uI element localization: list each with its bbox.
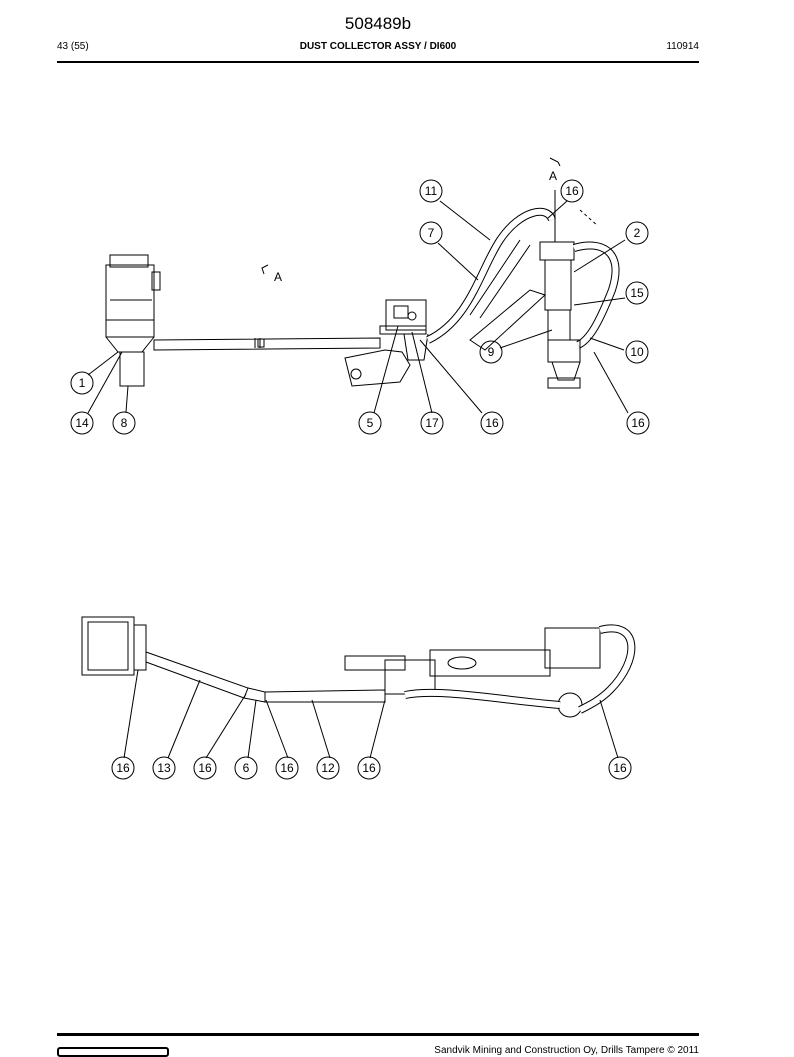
- callout-circle: [608, 756, 632, 780]
- callout-circle: [419, 179, 443, 203]
- section-marker-label: A: [274, 270, 282, 284]
- callout-number: 16: [613, 761, 627, 775]
- callout-number: 1: [79, 376, 86, 390]
- callout-circle: [112, 411, 136, 435]
- callout-circle: [479, 340, 503, 364]
- section-marker-label: A: [549, 169, 557, 183]
- callout-number: 9: [488, 345, 495, 359]
- bottom-view-drawing: [81, 616, 636, 759]
- document-number: 508489b: [344, 14, 412, 33]
- callout-circle: [111, 756, 135, 780]
- callout-number: 7: [428, 226, 435, 240]
- callout-number: 16: [280, 761, 294, 775]
- callout-circle: [193, 756, 217, 780]
- date-code: 110914: [666, 41, 699, 52]
- footer-rule: [57, 1033, 699, 1036]
- callout-circle: [275, 756, 299, 780]
- callout-circle: [70, 411, 94, 435]
- callout-number: 16: [116, 761, 130, 775]
- top-view-drawing: [87, 157, 629, 414]
- callout-circle: [316, 756, 340, 780]
- callout-circle: [625, 340, 649, 364]
- callout-number: 6: [243, 761, 250, 775]
- callout-circle: [420, 411, 444, 435]
- callout-circle: [625, 281, 649, 305]
- callout-circle: [419, 221, 443, 245]
- bottom-callouts: [111, 756, 632, 780]
- company-logo: [57, 1047, 169, 1057]
- callout-number: 10: [630, 345, 644, 359]
- callout-circle: [152, 756, 176, 780]
- document-title: DUST COLLECTOR ASSY / DI600: [299, 41, 457, 52]
- callout-number: 12: [321, 761, 335, 775]
- callout-number: 15: [630, 286, 644, 300]
- callout-number: 16: [362, 761, 376, 775]
- callout-circle: [357, 756, 381, 780]
- callout-number: 11: [425, 184, 438, 198]
- callout-number: 16: [485, 416, 499, 430]
- callout-number: 5: [367, 416, 374, 430]
- callout-number: 17: [425, 416, 439, 430]
- callout-circle: [625, 221, 649, 245]
- header-rule: [57, 61, 699, 63]
- page-count: 43 (55): [57, 41, 89, 52]
- footer-copyright: Sandvik Mining and Construction Oy, Dril…: [434, 1045, 699, 1056]
- callout-circle: [234, 756, 258, 780]
- callout-number: 8: [121, 416, 128, 430]
- callout-number: 2: [634, 226, 641, 240]
- callout-number: 16: [198, 761, 212, 775]
- callout-circle: [358, 411, 382, 435]
- callout-number: 16: [631, 416, 645, 430]
- top-callouts: [70, 179, 650, 435]
- callout-number: 14: [75, 416, 89, 430]
- callout-number: 13: [157, 761, 171, 775]
- callout-circle: [626, 411, 650, 435]
- callout-circle: [560, 179, 584, 203]
- callout-circle: [480, 411, 504, 435]
- callout-number: 16: [565, 184, 579, 198]
- callout-circle: [70, 371, 94, 395]
